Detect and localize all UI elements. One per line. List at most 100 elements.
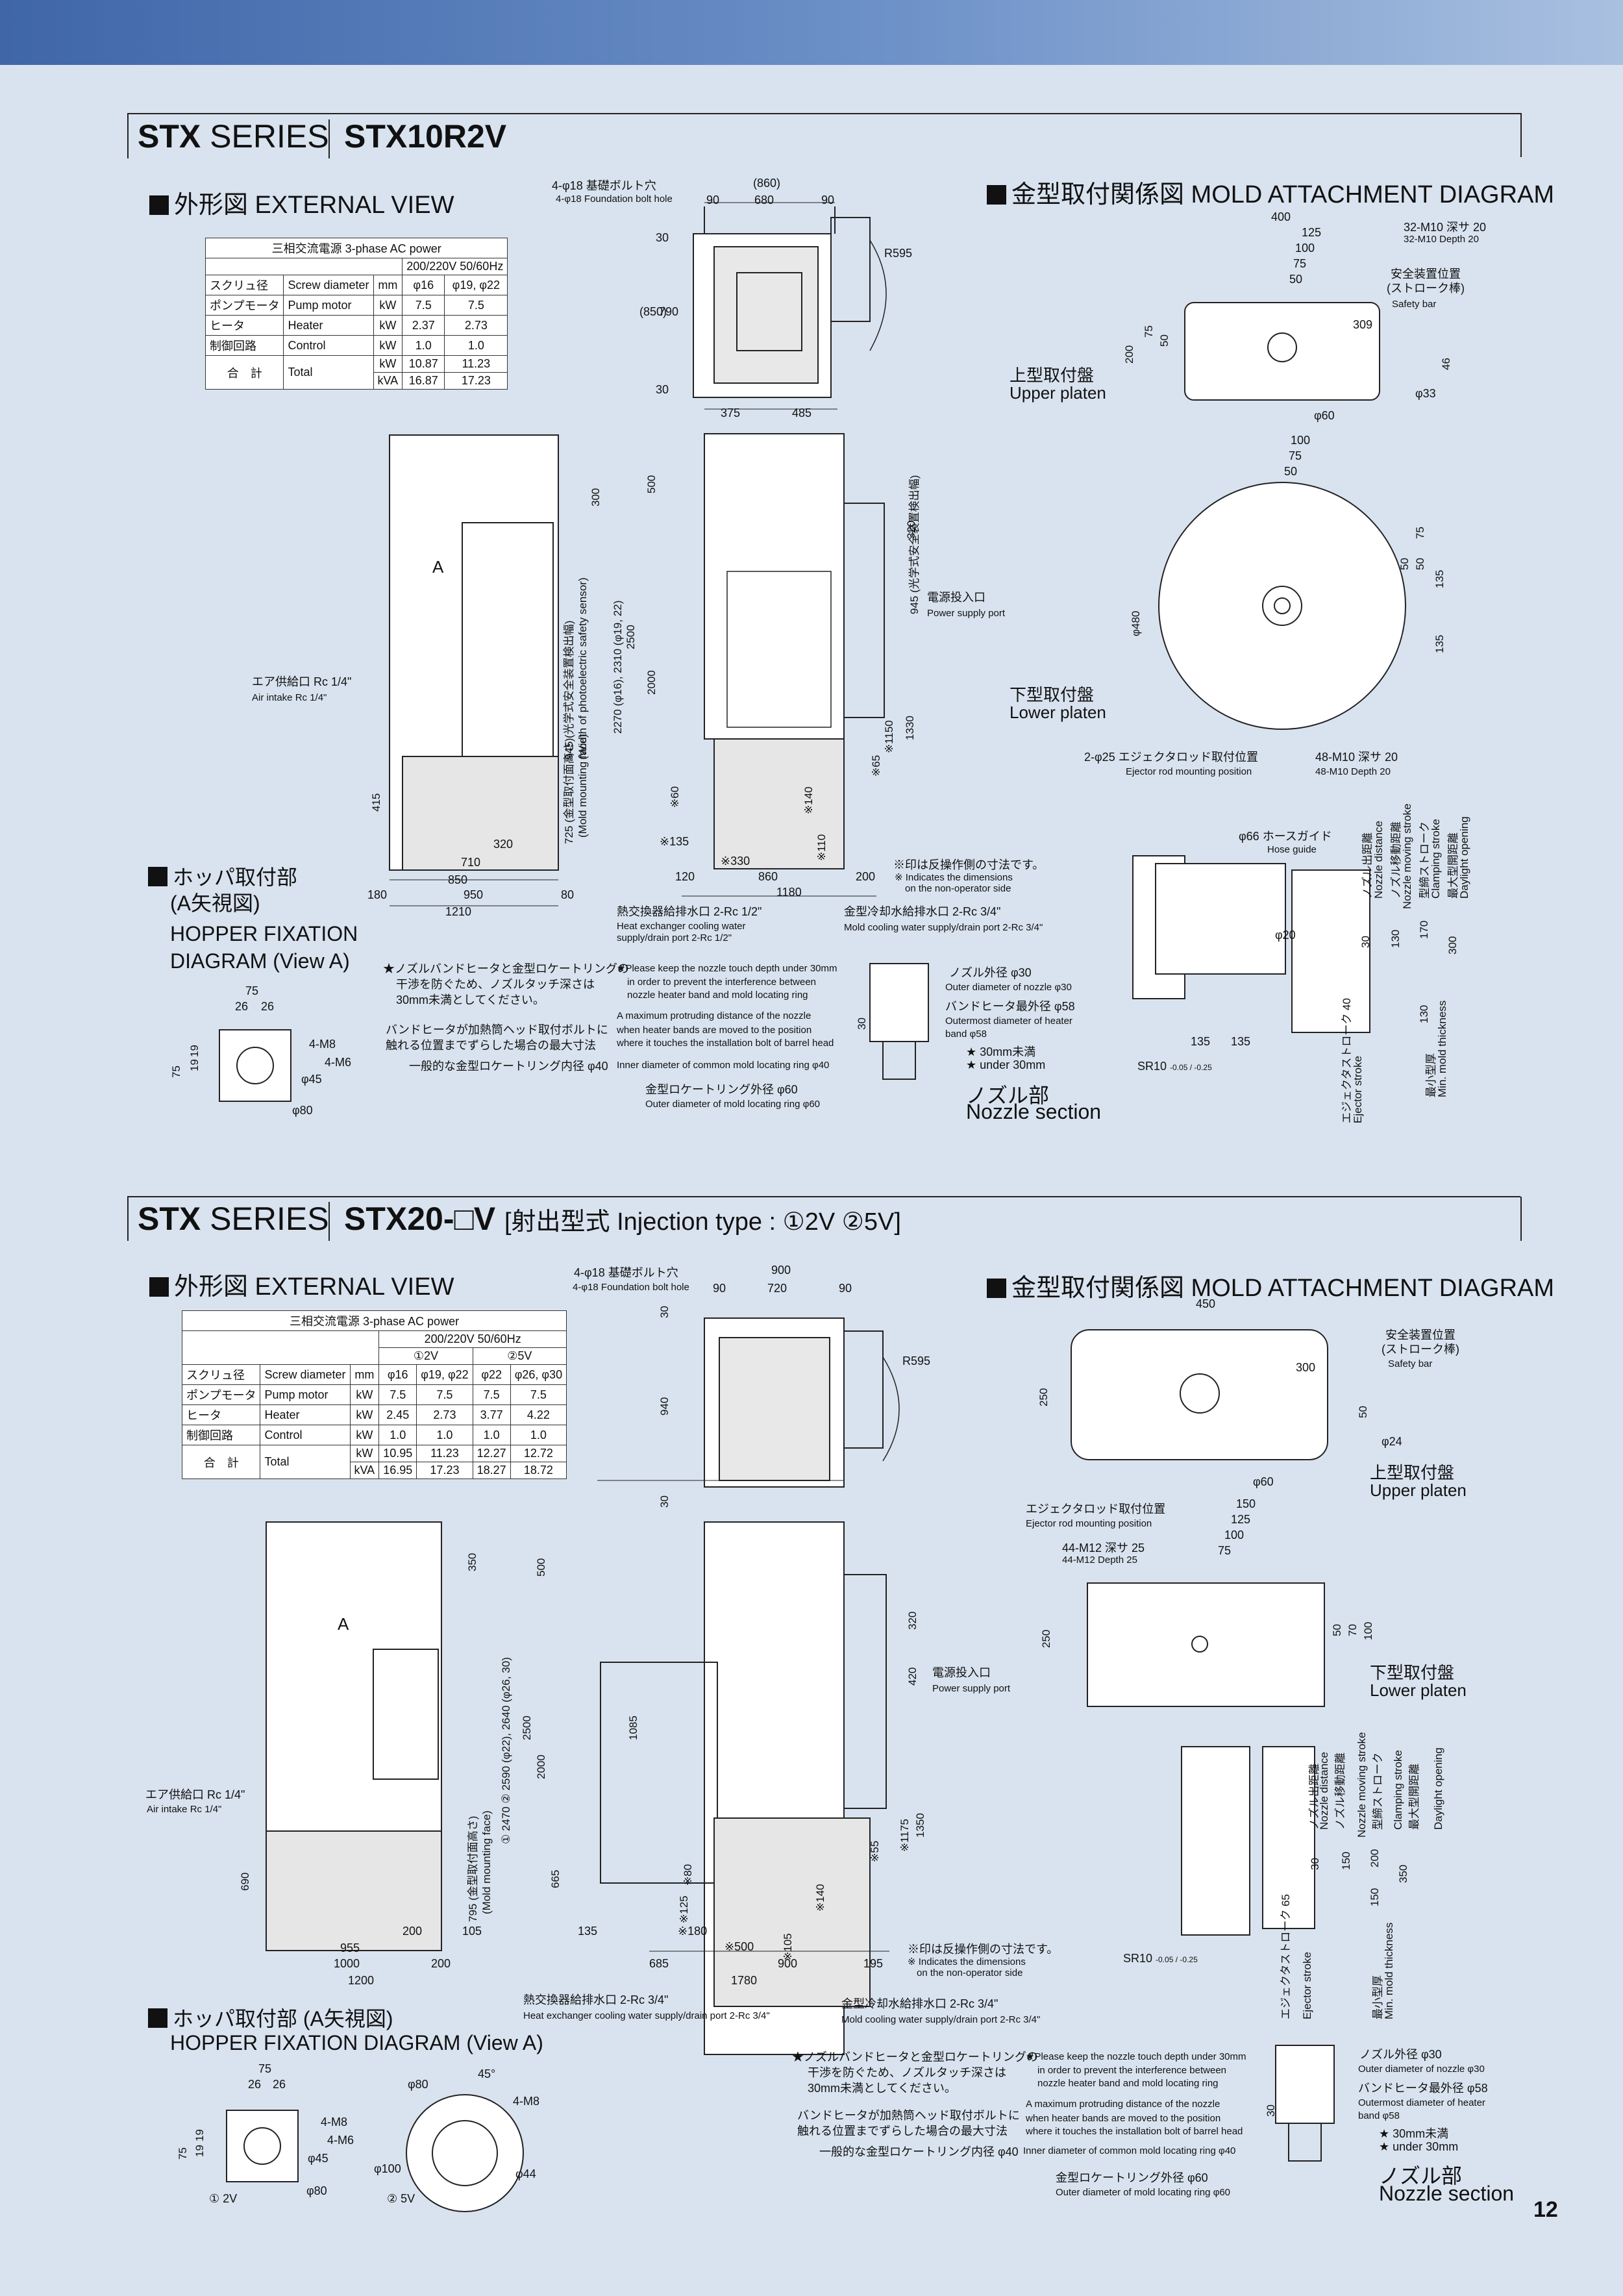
external-view-title-2: 外形図 EXTERNAL VIEW: [149, 1266, 454, 1302]
hopper-caption-5v: ② 5V: [387, 2192, 415, 2205]
safety-bar-jp: (ストローク棒): [1387, 282, 1465, 295]
power-port-jp: 電源投入口: [927, 591, 985, 604]
nozzle-note: where it touches the installation bolt o…: [1026, 2126, 1243, 2137]
nozzle-note: band φ58: [945, 1029, 987, 1040]
mold-cooling-jp: 金型冷却水給排水口 2-Rc 3/4": [841, 1997, 998, 2010]
dim: 最大型開距離: [1408, 1764, 1420, 1830]
nozzle-note: バンドヒータが加熱筒ヘッド取付ボルトに: [797, 2109, 1020, 2122]
dim: 725 (金型取付面高さ): [563, 738, 575, 844]
ejector-stroke: エジェクタストローク 65: [1280, 1894, 1292, 2019]
hopper-title-en-2: HOPPER FIXATION DIAGRAM (View A): [170, 2031, 543, 2054]
nozzle-note: Inner diameter of common mold locating r…: [617, 1060, 830, 1071]
dim: ※1150: [883, 720, 895, 753]
hx-port-en: supply/drain port 2-Rc 1/2": [617, 932, 732, 943]
dim: 690: [239, 1872, 251, 1891]
dim: 2500: [521, 1716, 533, 1740]
dim: 50: [1398, 558, 1411, 570]
power-spec-table-2: 三相交流電源 3-phase AC power 200/220V 50/60Hz…: [181, 1310, 567, 1479]
dim: 320: [906, 1611, 919, 1630]
dim: 26: [261, 1000, 275, 1013]
s2-hopper-flange-2v: [226, 2110, 299, 2182]
s1-hopper-flange: [219, 1029, 291, 1102]
nozzle-note: 30mm未満としてください。: [396, 993, 545, 1006]
hopper-title-jp: ホッパ取付部: [148, 861, 297, 891]
nozzle-note: ★ノズルバンドヒータと金型ロケートリングの: [383, 962, 629, 975]
series-code: STX: [138, 118, 201, 155]
nozzle-note: ★ノズルバンドヒータと金型ロケートリングの: [792, 2051, 1038, 2064]
s2-upper-platen: [1071, 1329, 1328, 1460]
nozzle-note: 干渉を防ぐため、ノズルタッチ深さは: [808, 2066, 1006, 2079]
safety-bar-jp: 安全装置位置: [1391, 268, 1461, 281]
nozzle-note: 一般的な金型ロケートリング内径 φ40: [409, 1060, 608, 1073]
dim: 375: [721, 406, 741, 419]
dim: 300: [1296, 1361, 1316, 1374]
dim: 900: [771, 1264, 791, 1277]
dim: 44-M12 Depth 25: [1062, 1554, 1137, 1566]
air-intake-jp: エア供給口 Rc 1/4": [145, 1788, 245, 1801]
dim: 90: [713, 1282, 726, 1295]
nozzle-note: in order to prevent the interference bet…: [627, 977, 817, 988]
series-word: SERIES: [210, 1201, 329, 1237]
lower-platen-en: Lower platen: [1370, 1680, 1467, 1700]
lower-platen-jp: 下型取付盤: [1010, 685, 1095, 705]
dim: Nozzle distance: [1318, 1751, 1330, 1830]
dim: 30: [1265, 2104, 1277, 2117]
dim: 80: [561, 888, 575, 901]
dim: ※500: [725, 1940, 754, 1953]
dim: 665: [549, 1869, 562, 1888]
dim: 30: [1359, 936, 1372, 948]
power-port-en: Power supply port: [932, 1683, 1011, 1694]
dim: 1210: [445, 905, 472, 918]
dim: φ45: [308, 2152, 328, 2165]
mold-attachment-title-2: 金型取付関係図 MOLD ATTACHMENT DIAGRAM: [987, 1267, 1554, 1303]
nozzle-section-jp: ノズル部: [966, 1084, 1050, 1107]
dim: 135: [1433, 634, 1446, 653]
nozzle-note: ノズル外径 φ30: [949, 966, 1032, 979]
dim: 30: [656, 231, 669, 244]
hose-guide-en: Hose guide: [1267, 844, 1317, 855]
safety-bar-jp: 安全装置位置: [1385, 1329, 1456, 1341]
dim: 32-M10 深サ 20: [1404, 221, 1487, 234]
nozzle-note: band φ58: [1358, 2110, 1400, 2121]
dim: 135: [1231, 1035, 1251, 1048]
dim: 200: [403, 1925, 423, 1938]
dim: ※80: [682, 1864, 694, 1886]
hx-port-jp: 熱交換器給排水口 2-Rc 3/4": [523, 1993, 669, 2006]
dim: 4-M6: [325, 1056, 352, 1069]
dim: 850: [448, 873, 468, 886]
dim: 250: [1040, 1629, 1052, 1648]
dim: ※55: [869, 1840, 881, 1862]
dim: 90: [706, 193, 720, 206]
note-en: on the non-operator side: [905, 883, 1011, 894]
nozzle-note: 触れる位置までずらした場合の最大寸法: [386, 1039, 596, 1052]
dim: ※1175: [898, 1819, 911, 1852]
hopper-title-jp2: (A矢視図): [170, 892, 260, 915]
safety-bar-en: Safety bar: [1392, 299, 1437, 310]
dim: φ44: [515, 2167, 536, 2180]
dim: 100: [1224, 1529, 1245, 1541]
dim: 795 (金型取付面高さ): [467, 1816, 479, 1922]
dim: 485: [792, 406, 812, 419]
dim: 400: [1271, 210, 1291, 223]
dim: 1085: [627, 1716, 639, 1740]
top-banner: [0, 0, 1623, 65]
dim: ※180: [678, 1925, 708, 1938]
dim: 940: [658, 1397, 671, 1416]
dim: 75: [1293, 257, 1307, 270]
dim: ※110: [815, 834, 828, 861]
dim: φ24: [1381, 1435, 1402, 1448]
ejector-stroke-en: Ejector stroke: [1301, 1952, 1313, 2019]
dim: 250: [1037, 1388, 1050, 1406]
dim: ※140: [802, 786, 815, 814]
s1-nozzle: [869, 963, 929, 1042]
dim: ※125: [678, 1895, 690, 1923]
dim: 130: [1389, 929, 1402, 948]
dim: 105: [462, 1925, 482, 1938]
dim: 100: [1295, 242, 1315, 255]
min-thickness-en: Min. mold thickness: [1436, 1000, 1448, 1097]
